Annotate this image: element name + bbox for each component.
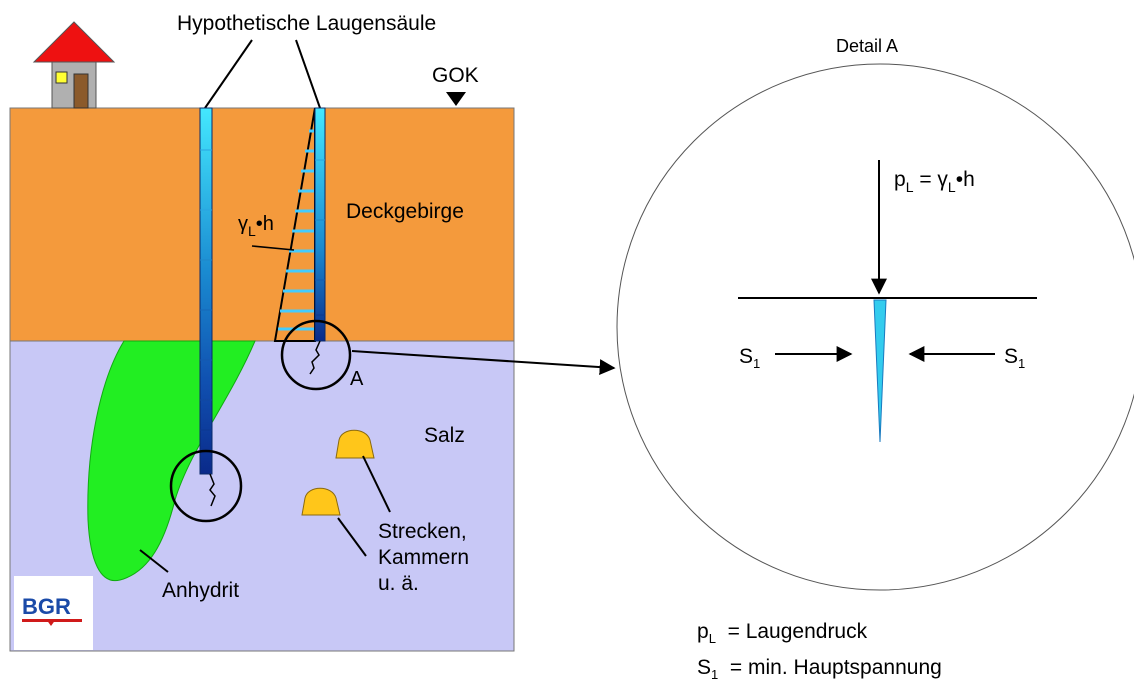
legend-laugendruck: pL = Laugendruck (697, 620, 868, 646)
fracture-a (309, 340, 321, 375)
detail-fracture-wedge (873, 299, 887, 443)
legend-hauptspannung: S1 = min. Hauptspannung (697, 656, 942, 681)
cavities-label: Strecken, Kammern u. ä. (378, 520, 475, 595)
hypothetische-laugensaeule-label: Hypothetische Laugensäule (177, 12, 436, 35)
fracture-circle-lower (169, 449, 243, 523)
gok-label: GOK (432, 64, 479, 87)
cavity-lower (301, 487, 341, 516)
gamma-h-label: γL•h (238, 213, 274, 239)
anhydrit-label: Anhydrit (162, 579, 239, 602)
pressure-formula: pL = γL•h (894, 168, 975, 195)
salz-label: Salz (424, 424, 465, 447)
house-icon (32, 21, 116, 109)
cavity-pointer-lower (337, 517, 367, 557)
detail-title: Detail A (836, 36, 898, 56)
brine-column-left (199, 107, 213, 475)
gok-triangle-icon (446, 92, 466, 106)
bgr-logo-text: BGR (22, 594, 71, 619)
s1-left-label: S1 (739, 345, 760, 371)
detail-circle-a-marker (280, 319, 352, 391)
cavity-upper (335, 429, 375, 459)
anhydrit-pointer (139, 549, 169, 573)
fracture-lower (209, 473, 216, 507)
pressure-hatching (278, 129, 314, 331)
detail-connector-arrow (351, 350, 616, 376)
circle-a-label: A (350, 368, 364, 390)
deckgebirge-label: Deckgebirge (346, 200, 464, 223)
s1-right-label: S1 (1004, 345, 1025, 371)
bgr-logo: BGR (14, 576, 93, 650)
cavity-pointer-upper (362, 455, 391, 513)
top-label-pointer-left (204, 39, 253, 109)
deckgebirge-layer (9, 107, 515, 342)
brine-column-right (314, 107, 326, 342)
top-label-pointer-right (295, 39, 321, 109)
gamma-h-pointer (251, 245, 295, 251)
